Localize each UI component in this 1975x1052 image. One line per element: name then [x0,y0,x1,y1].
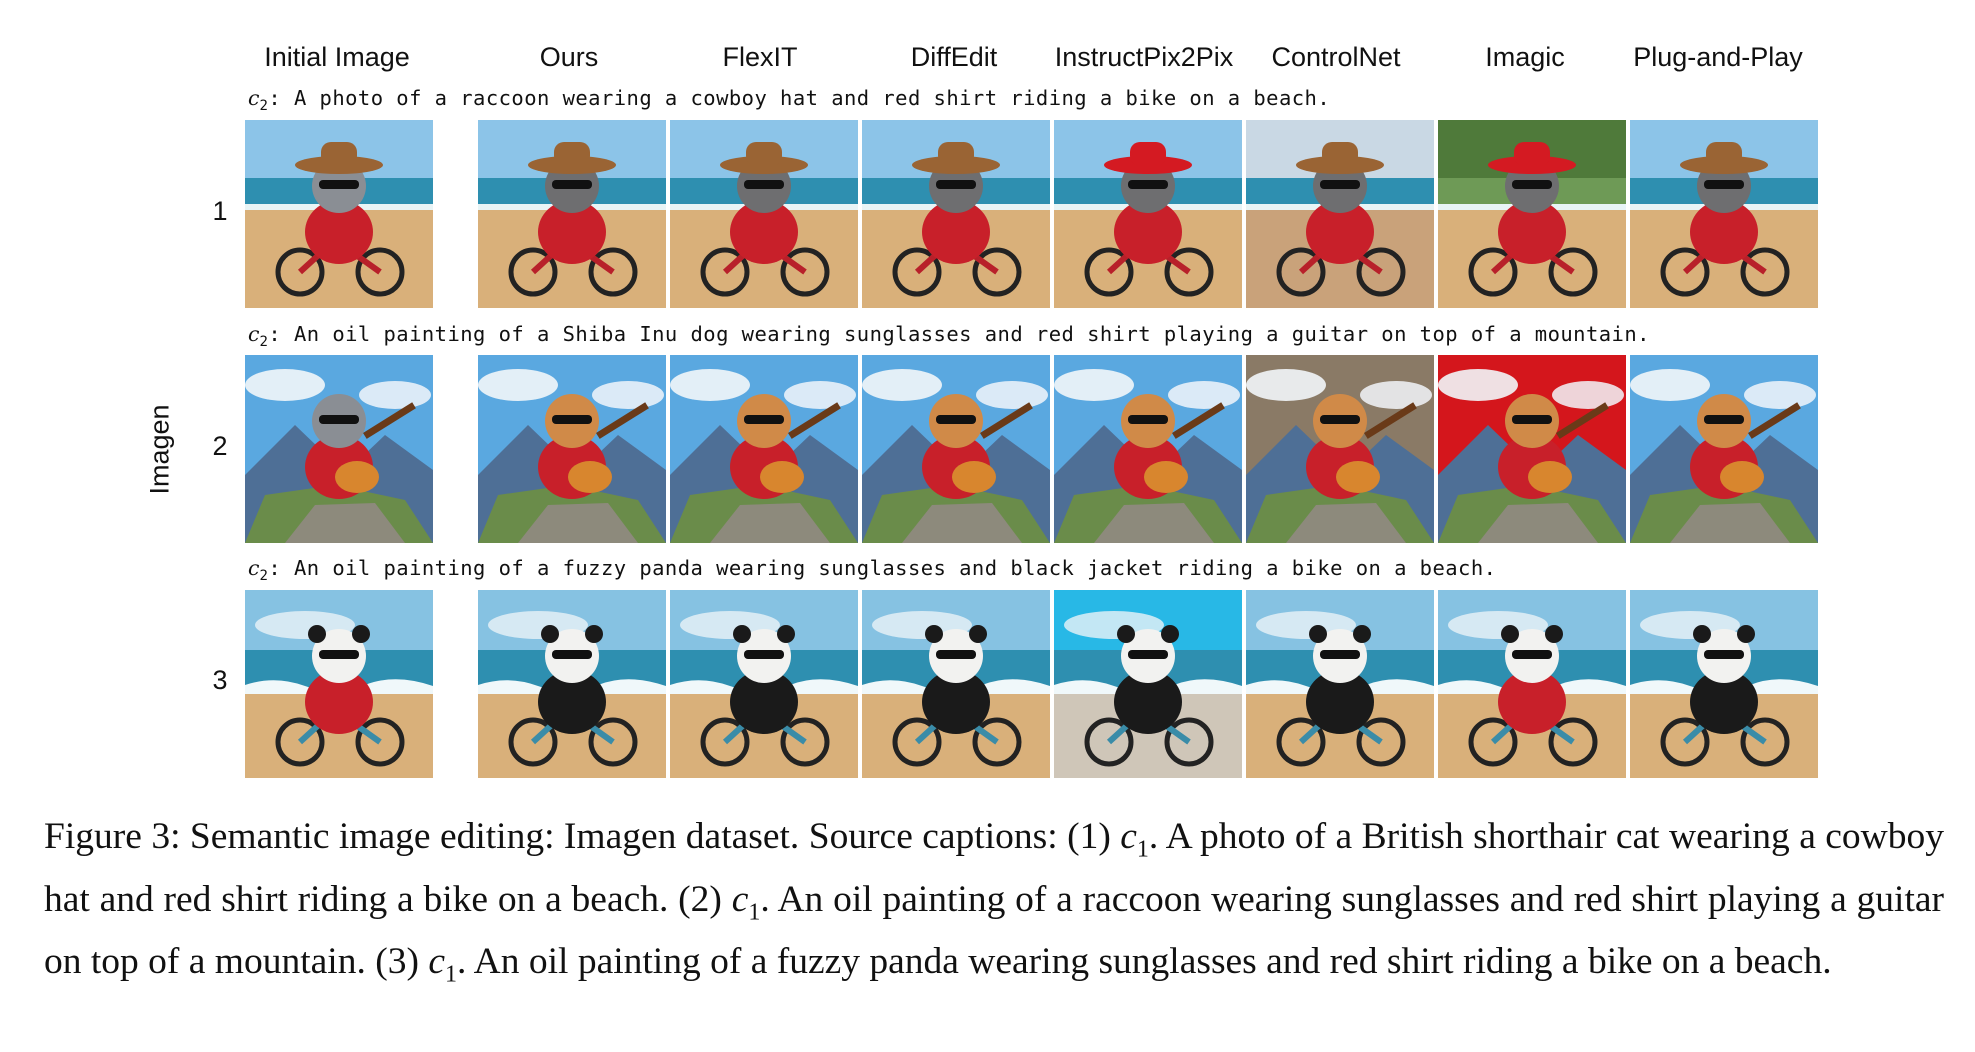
result-image [1054,355,1242,543]
prompt-var: c [248,322,260,346]
prompt-var: c [248,86,260,110]
result-image [862,355,1050,543]
prompt-var: c [248,556,260,580]
dataset-label: Imagen [144,404,175,495]
caption-var-3: c [428,941,445,982]
prompt-text: : An oil painting of a fuzzy panda weari… [268,556,1497,580]
column-header: DiffEdit [910,42,998,72]
result-image [245,120,433,308]
result-image [1246,355,1434,543]
result-image [670,590,858,778]
result-image [478,355,666,543]
column-header: Ours [539,42,599,72]
result-image [1438,120,1626,308]
prompt-sub: 2 [259,568,269,585]
result-image [245,590,433,778]
result-image [670,120,858,308]
column-header: Imagic [1485,42,1565,72]
result-image [670,355,858,543]
row-number: 3 [212,665,228,695]
prompt-text: : An oil painting of a Shiba Inu dog wea… [268,322,1650,346]
result-image [1246,120,1434,308]
caption-text-2: . A photo of a British shorthair cat wea… [44,816,1944,920]
result-image [1054,590,1242,778]
column-header: InstructPix2Pix [1054,42,1234,72]
result-image [1054,120,1242,308]
row-number: 2 [212,431,228,461]
result-image [478,590,666,778]
result-image [1438,590,1626,778]
result-image [862,590,1050,778]
result-image [1630,355,1818,543]
edit-prompt: c2: An oil painting of a fuzzy panda wea… [248,556,1496,584]
row-number: 1 [212,196,228,226]
result-image [862,120,1050,308]
column-header: ControlNet [1271,42,1401,72]
figure-caption: Figure 3: Semantic image editing: Imagen… [44,812,1944,1000]
caption-sub-2: 1 [748,899,761,925]
column-header: FlexIT [722,42,798,72]
result-image [1438,355,1626,543]
result-image [245,355,433,543]
edit-prompt: c2: An oil painting of a Shiba Inu dog w… [248,322,1650,350]
caption-sub-3: 1 [444,961,457,988]
prompt-sub: 2 [259,98,269,115]
column-header: Initial Image [264,42,410,72]
column-header: Plug-and-Play [1633,42,1803,72]
caption-sub-1: 1 [1136,836,1149,863]
caption-text-4: . An oil painting of a fuzzy panda weari… [456,941,1832,982]
result-image [478,120,666,308]
caption-var-1: c [1120,816,1137,857]
result-image [1246,590,1434,778]
caption-var-2: c [731,878,749,920]
prompt-text: : A photo of a raccoon wearing a cowboy … [268,86,1331,110]
caption-text-1: Figure 3: Semantic image editing: Imagen… [44,816,1121,857]
result-image [1630,590,1818,778]
caption-text-3: . An oil painting of a raccoon wearing s… [44,878,1945,983]
result-image [1630,120,1818,308]
prompt-sub: 2 [259,334,269,351]
edit-prompt: c2: A photo of a raccoon wearing a cowbo… [248,86,1330,114]
